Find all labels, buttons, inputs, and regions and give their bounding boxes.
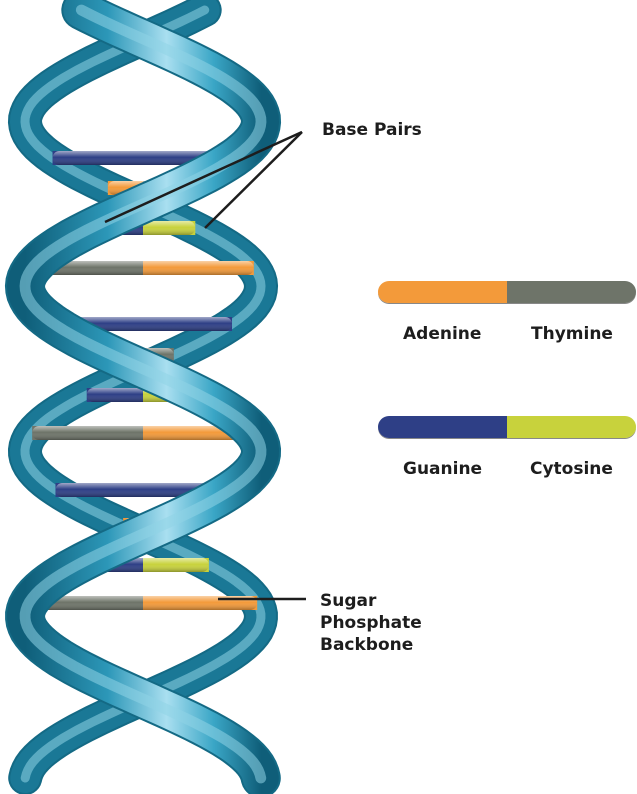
backbone-label-line-1: Sugar (320, 590, 422, 612)
backbone-label-line-2: Phosphate (320, 612, 422, 634)
legend-guanine-cytosine-rod (378, 416, 636, 438)
legend-guanine-label: Guanine (403, 459, 482, 479)
cytosine-swatch (507, 416, 636, 438)
legend-cytosine-label: Cytosine (530, 459, 613, 479)
thymine-swatch (507, 281, 636, 303)
base-pair-pointer-line-1 (105, 132, 302, 222)
legend-thymine-label: Thymine (531, 324, 613, 344)
sugar-phosphate-backbone-label: Sugar Phosphate Backbone (320, 590, 422, 656)
backbone-label-line-3: Backbone (320, 634, 422, 656)
legend-adenine-thymine-rod (378, 281, 636, 303)
guanine-swatch (378, 416, 507, 438)
legend-adenine-label: Adenine (403, 324, 481, 344)
base-pairs-label: Base Pairs (322, 119, 422, 141)
adenine-swatch (378, 281, 507, 303)
